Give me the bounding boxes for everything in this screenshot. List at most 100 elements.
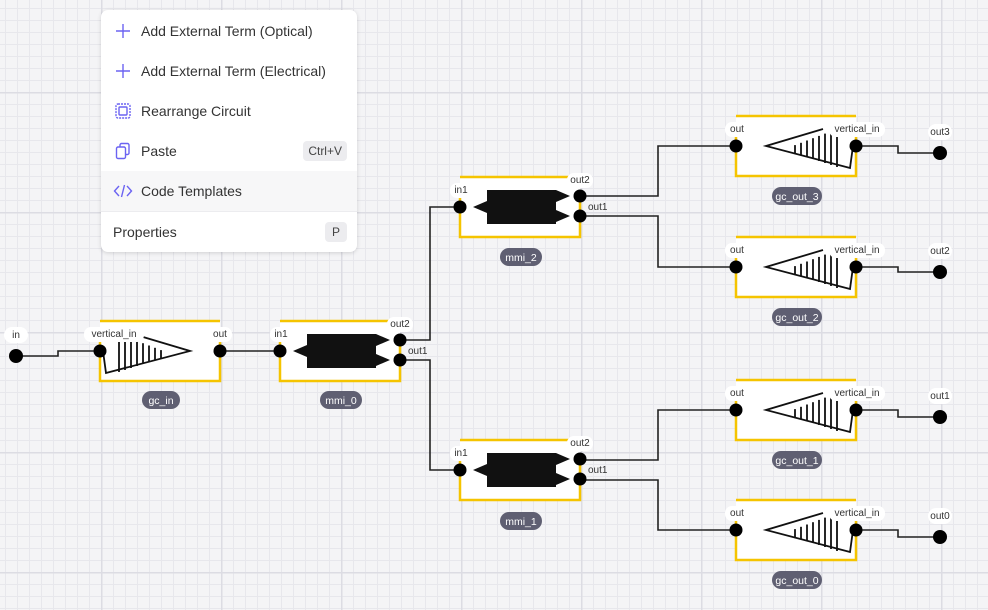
menu-item-label: Code Templates xyxy=(141,183,242,199)
component-name-pill[interactable]: mmi_1 xyxy=(500,512,542,530)
port-dot[interactable] xyxy=(933,530,947,544)
wire[interactable] xyxy=(16,350,100,357)
component-name: mmi_1 xyxy=(505,516,537,528)
port-label: out0 xyxy=(930,511,950,522)
port-dot[interactable] xyxy=(849,139,863,153)
plus-icon xyxy=(113,61,133,81)
shortcut-badge: Ctrl+V xyxy=(303,141,347,161)
port-dot[interactable] xyxy=(849,403,863,417)
port-label-bg xyxy=(725,243,749,258)
menu-item-paste[interactable]: Paste Ctrl+V xyxy=(101,131,357,171)
port-dot[interactable] xyxy=(729,403,743,417)
port-label-bg xyxy=(208,327,232,342)
menu-divider xyxy=(101,211,357,212)
port-dot[interactable] xyxy=(849,523,863,537)
wire[interactable] xyxy=(400,206,460,341)
menu-item-label: Rearrange Circuit xyxy=(141,103,251,119)
menu-item-code-templates[interactable]: Code Templates xyxy=(101,171,357,211)
grating-coupler-icon xyxy=(762,128,854,170)
wire[interactable] xyxy=(580,145,736,197)
menu-item-rearrange-circuit[interactable]: Rearrange Circuit xyxy=(101,91,357,131)
port-label-bg xyxy=(84,327,144,342)
wire[interactable] xyxy=(856,409,940,418)
component-name-pill[interactable]: gc_out_2 xyxy=(772,308,822,326)
port-label: vertical_in xyxy=(834,508,879,519)
wire[interactable] xyxy=(856,145,940,154)
port-label-bg xyxy=(270,327,292,342)
wire[interactable] xyxy=(400,359,460,471)
port-dot[interactable] xyxy=(453,200,467,214)
port-label: out xyxy=(730,388,744,399)
menu-item-properties[interactable]: Properties P xyxy=(101,212,357,252)
code-icon xyxy=(113,181,133,201)
port-label: in1 xyxy=(274,329,288,340)
menu-item-label: Add External Term (Optical) xyxy=(141,23,313,39)
port-label: out2 xyxy=(390,319,410,330)
plus-icon xyxy=(113,21,133,41)
port-dot[interactable] xyxy=(393,333,407,347)
external-terminal-out3[interactable]: out3 xyxy=(928,124,952,160)
component-name: gc_out_3 xyxy=(775,191,818,203)
menu-item-label: Add External Term (Electrical) xyxy=(141,63,326,79)
port-dot[interactable] xyxy=(729,139,743,153)
port-label: out1 xyxy=(588,202,608,213)
component-name-pill[interactable]: gc_out_3 xyxy=(772,187,822,205)
external-terminal-in[interactable]: in xyxy=(4,327,28,363)
component-name-pill[interactable]: gc_out_0 xyxy=(772,571,822,589)
wire[interactable] xyxy=(856,266,940,273)
port-label-bg xyxy=(567,436,593,451)
port-dot[interactable] xyxy=(573,452,587,466)
port-dot[interactable] xyxy=(393,353,407,367)
wire[interactable] xyxy=(580,409,736,461)
wire[interactable] xyxy=(856,529,940,538)
menu-item-add-external-term-optical[interactable]: Add External Term (Optical) xyxy=(101,11,357,51)
port-dot[interactable] xyxy=(573,472,587,486)
port-dot[interactable] xyxy=(933,146,947,160)
grating-coupler-icon xyxy=(762,392,854,434)
port-dot[interactable] xyxy=(93,344,107,358)
port-label: out1 xyxy=(930,391,950,402)
port-dot[interactable] xyxy=(849,260,863,274)
menu-item-label: Properties xyxy=(113,224,177,240)
wire[interactable] xyxy=(580,215,736,268)
port-dot[interactable] xyxy=(729,523,743,537)
port-dot[interactable] xyxy=(933,410,947,424)
clipboard-icon xyxy=(113,141,133,161)
port-label: vertical_in xyxy=(834,124,879,135)
component-name-pill[interactable]: mmi_2 xyxy=(500,248,542,266)
component-name: gc_in xyxy=(148,395,173,407)
component-mmi_0[interactable]: in1 out2 out1 mmi_0 xyxy=(270,317,428,409)
external-terminal-out1[interactable]: out1 xyxy=(928,388,952,424)
port-label: vertical_in xyxy=(834,245,879,256)
port-dot[interactable] xyxy=(573,189,587,203)
port-dot[interactable] xyxy=(9,349,23,363)
port-label-bg xyxy=(450,183,472,198)
port-dot[interactable] xyxy=(729,260,743,274)
port-dot[interactable] xyxy=(273,344,287,358)
component-name-pill[interactable]: mmi_0 xyxy=(320,391,362,409)
grating-coupler-icon xyxy=(762,512,854,554)
wire[interactable] xyxy=(580,479,736,531)
port-label: out1 xyxy=(408,346,428,357)
component-name-pill[interactable]: gc_in xyxy=(142,391,180,409)
port-dot[interactable] xyxy=(213,344,227,358)
port-label-bg xyxy=(387,317,413,332)
component-name-pill[interactable]: gc_out_1 xyxy=(772,451,822,469)
wires xyxy=(16,145,940,538)
external-terminal-out0[interactable]: out0 xyxy=(928,508,952,544)
component-name: mmi_0 xyxy=(325,395,357,407)
port-label-bg xyxy=(450,446,472,461)
port-dot[interactable] xyxy=(573,209,587,223)
port-dot[interactable] xyxy=(933,265,947,279)
external-terminal-out2[interactable]: out2 xyxy=(928,243,952,279)
menu-item-add-external-term-electrical[interactable]: Add External Term (Electrical) xyxy=(101,51,357,91)
port-dot[interactable] xyxy=(453,463,467,477)
